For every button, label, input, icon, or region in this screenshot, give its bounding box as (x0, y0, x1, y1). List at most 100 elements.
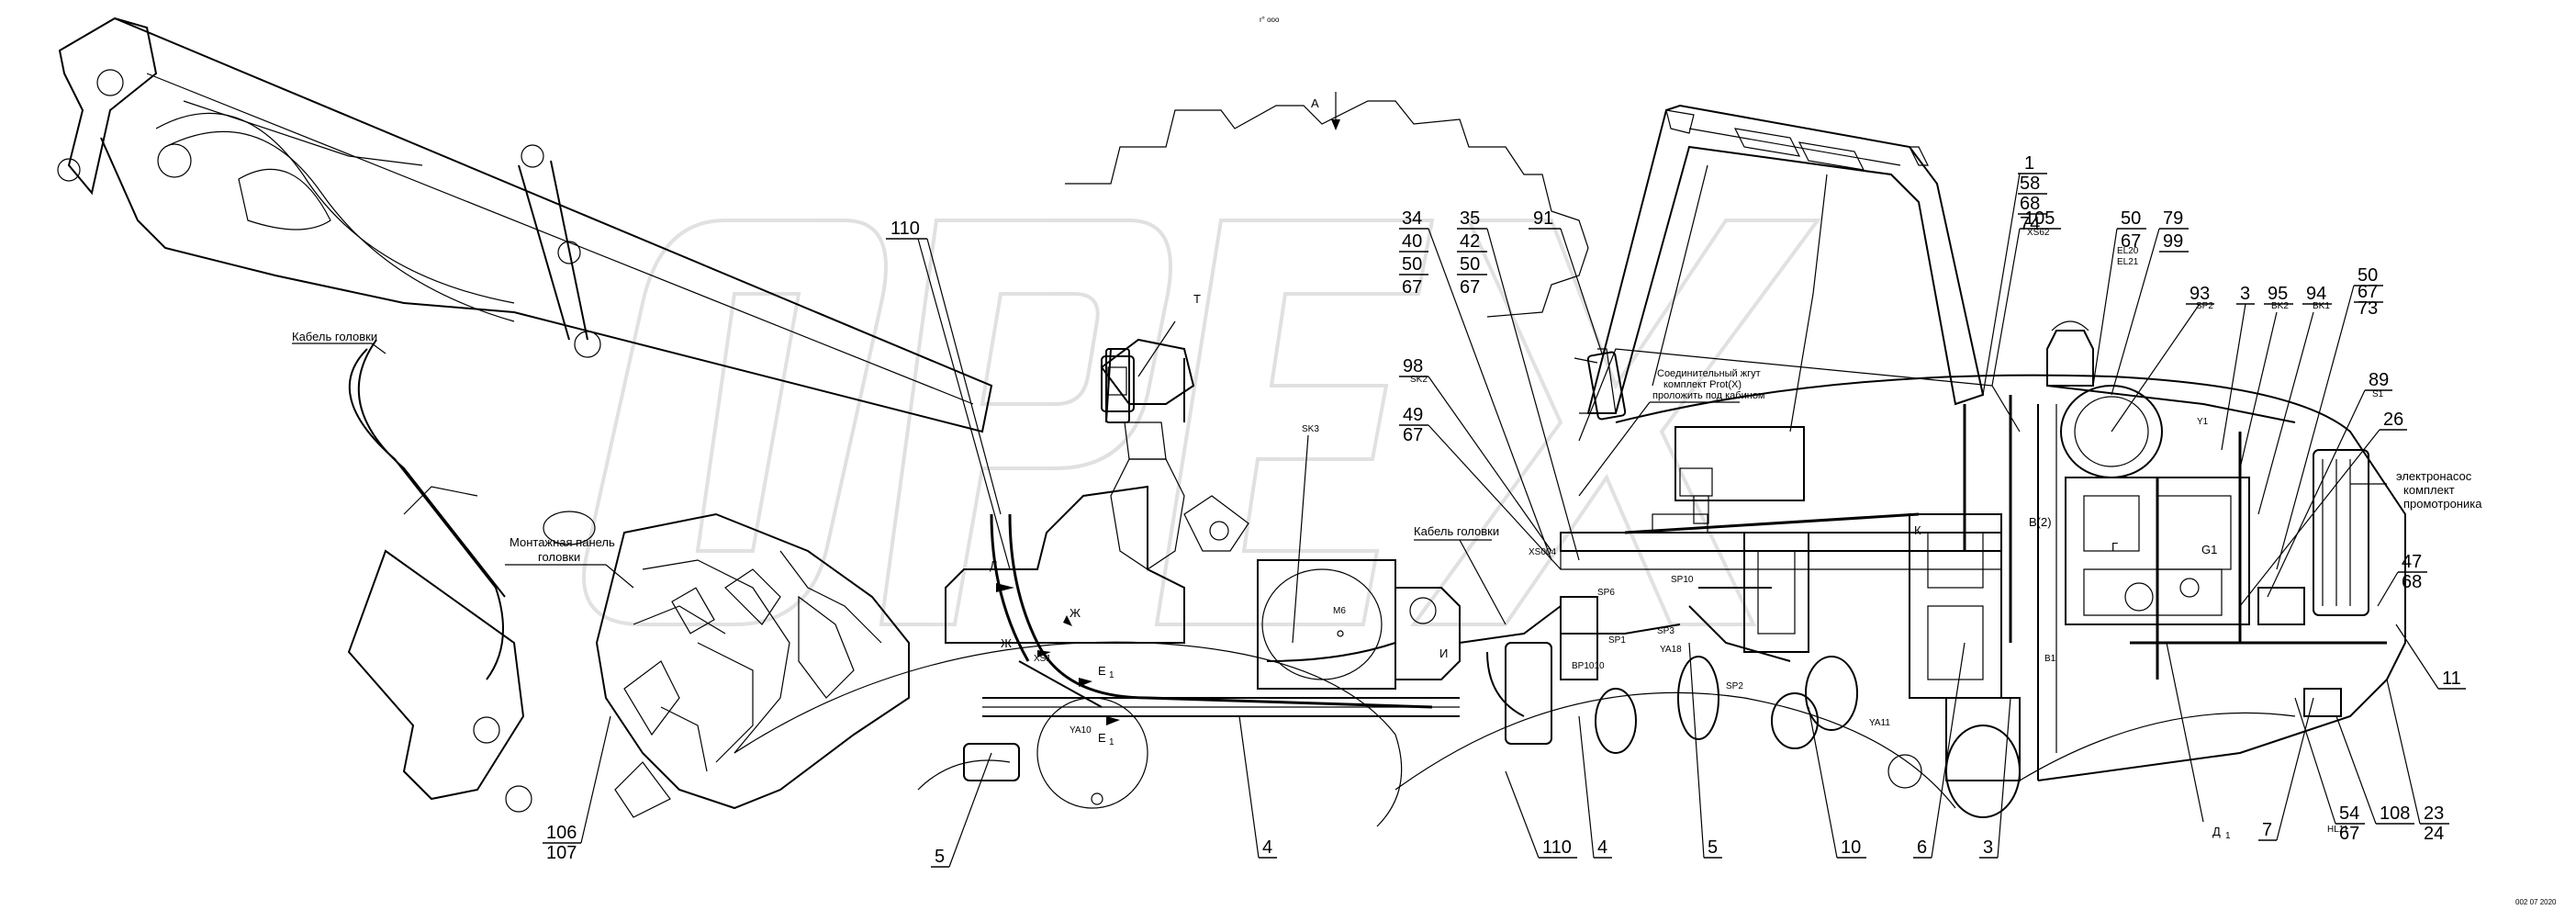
callout-stack-54-67: 54 67 (2294, 697, 2365, 844)
view-a-outline: А (1065, 92, 1589, 318)
callout-10: 10 (1841, 837, 1861, 858)
code-el20: EL20 (2117, 246, 2139, 256)
svg-text:50: 50 (1402, 254, 1422, 275)
notes: Кабель головки Монтажная панель головки … (292, 330, 2482, 625)
svg-text:99: 99 (2163, 231, 2183, 252)
view-g1-label: G1 (2201, 543, 2217, 556)
svg-text:47: 47 (2402, 552, 2422, 572)
view-i-label: И (1439, 646, 1448, 660)
note-mount-panel-1: Монтажная панель (510, 535, 615, 549)
note-connector-3: проложить под кабином (1652, 390, 1765, 401)
svg-text:1: 1 (1109, 737, 1114, 747)
callout-93: 93 (2190, 284, 2210, 304)
view-v2-label: В(2) (2029, 515, 2052, 529)
callout-105: 105 (2024, 208, 2055, 229)
view-e1-top-label: Е (1098, 664, 1106, 678)
svg-text:54: 54 (2339, 803, 2359, 824)
svg-text:34: 34 (1402, 208, 1422, 229)
svg-text:24: 24 (2424, 824, 2444, 844)
code-sp1: SP1 (1608, 635, 1626, 646)
callout-91: 91 (1533, 208, 1553, 229)
callout-4-left: 4 (1262, 837, 1272, 858)
svg-text:35: 35 (1460, 208, 1480, 229)
svg-text:58: 58 (2020, 174, 2040, 194)
callout-stack-35: 35 42 50 67 (1457, 208, 1580, 561)
code-xs62: XS62 (2027, 228, 2050, 238)
watermark-logo (582, 219, 1821, 626)
callout-stack-1: 1 58 68 74 (1982, 153, 2047, 396)
callout-stack-50-67: 50 67 (2092, 208, 2146, 387)
code-s1: S1 (2372, 389, 2384, 399)
callout-stack-79-99: 79 99 (2111, 208, 2189, 396)
callout-3-bottom: 3 (1983, 837, 1993, 858)
svg-text:106: 106 (546, 823, 577, 843)
svg-text:67: 67 (1403, 425, 1423, 445)
view-e1-bottom-label: Е (1098, 731, 1106, 745)
svg-text:73: 73 (2358, 298, 2378, 319)
boom-arm (57, 17, 993, 813)
tractor-body (1394, 104, 2406, 818)
code-xs004: XS004 (1529, 547, 1556, 557)
code-el21: EL21 (2117, 257, 2139, 267)
callout-stack-47-68: 47 68 (2377, 552, 2427, 607)
callouts: 110 34 40 50 67 35 42 50 67 91 (543, 153, 2466, 868)
svg-text:79: 79 (2163, 208, 2183, 229)
code-bk2: BK2 (2271, 301, 2289, 311)
code-sk2: SK2 (1410, 375, 1428, 385)
note-pump-2: комплект (2403, 483, 2455, 497)
svg-text:107: 107 (546, 843, 577, 863)
svg-text:1: 1 (1109, 670, 1114, 680)
callout-26: 26 (2383, 410, 2403, 430)
svg-text:68: 68 (2402, 572, 2422, 592)
code-sk3: SK3 (1302, 424, 1319, 434)
drawing-code: 002 07 2020 (2515, 898, 2557, 906)
callout-6: 6 (1917, 837, 1927, 858)
callout-108: 108 (2380, 803, 2410, 824)
view-zh1-label: Ж (1070, 606, 1081, 620)
view-arrows: Д Ж Ж Е 1 Е 1 И К В(2) Г G1 Д 1 (990, 515, 2231, 841)
svg-text:67: 67 (1460, 277, 1480, 298)
callout-3-top: 3 (2240, 284, 2250, 304)
callout-stack-23-24: 23 24 (2386, 679, 2449, 844)
svg-text:50: 50 (1460, 254, 1480, 275)
callout-7: 7 (2262, 820, 2272, 840)
callout-stack-50-67-73: 50 67 73 (2276, 265, 2383, 570)
note-pump-1: электронасос (2396, 469, 2472, 483)
svg-text:1: 1 (2225, 831, 2231, 841)
code-sp6: SP6 (1597, 588, 1615, 598)
top-mark: r° ooo (1260, 16, 1280, 24)
callout-5-bottom: 5 (1708, 837, 1718, 858)
callout-95: 95 (2268, 284, 2288, 304)
svg-text:67: 67 (1402, 277, 1422, 298)
code-m6: M6 (1333, 606, 1346, 616)
callout-5-left: 5 (935, 847, 945, 867)
svg-text:23: 23 (2424, 803, 2444, 824)
callout-98: 98 (1403, 356, 1423, 376)
callout-stack-49-67: 49 67 (1399, 405, 1562, 570)
svg-text:1: 1 (2024, 153, 2034, 174)
code-sp2: SP2 (1726, 681, 1743, 691)
svg-text:50: 50 (2358, 265, 2378, 286)
svg-text:67: 67 (2358, 282, 2378, 302)
svg-text:67: 67 (2339, 824, 2359, 844)
code-sp3: SP3 (1657, 626, 1674, 636)
callout-stack-106-107: 106 107 (543, 715, 611, 863)
svg-text:42: 42 (1460, 231, 1480, 252)
view-t-detail: Т (1101, 292, 1201, 412)
chassis (734, 338, 1461, 827)
code-ya11: YA11 (1869, 718, 1890, 728)
callout-94: 94 (2306, 284, 2326, 304)
code-xs1: XS1 (1034, 654, 1051, 664)
code-ya18: YA18 (1660, 645, 1682, 655)
note-mount-panel-2: головки (538, 550, 580, 564)
view-g-label: Г (2111, 540, 2118, 554)
code-hl11: HL11 (2327, 825, 2349, 835)
callout-89: 89 (2369, 370, 2389, 390)
view-k-label: К (1914, 523, 1921, 537)
callout-110-top: 110 (890, 219, 920, 239)
main-harness (990, 513, 1791, 717)
component-codes: SK3 M6 SK2 XS1 YA10 XS004 SP6 SP10 SP3 Y… (1034, 228, 2384, 835)
callout-stack-34: 34 40 50 67 (1399, 208, 1552, 561)
callout-110-bottom: 110 (1542, 837, 1572, 858)
view-d1-label: Д (2212, 825, 2221, 838)
